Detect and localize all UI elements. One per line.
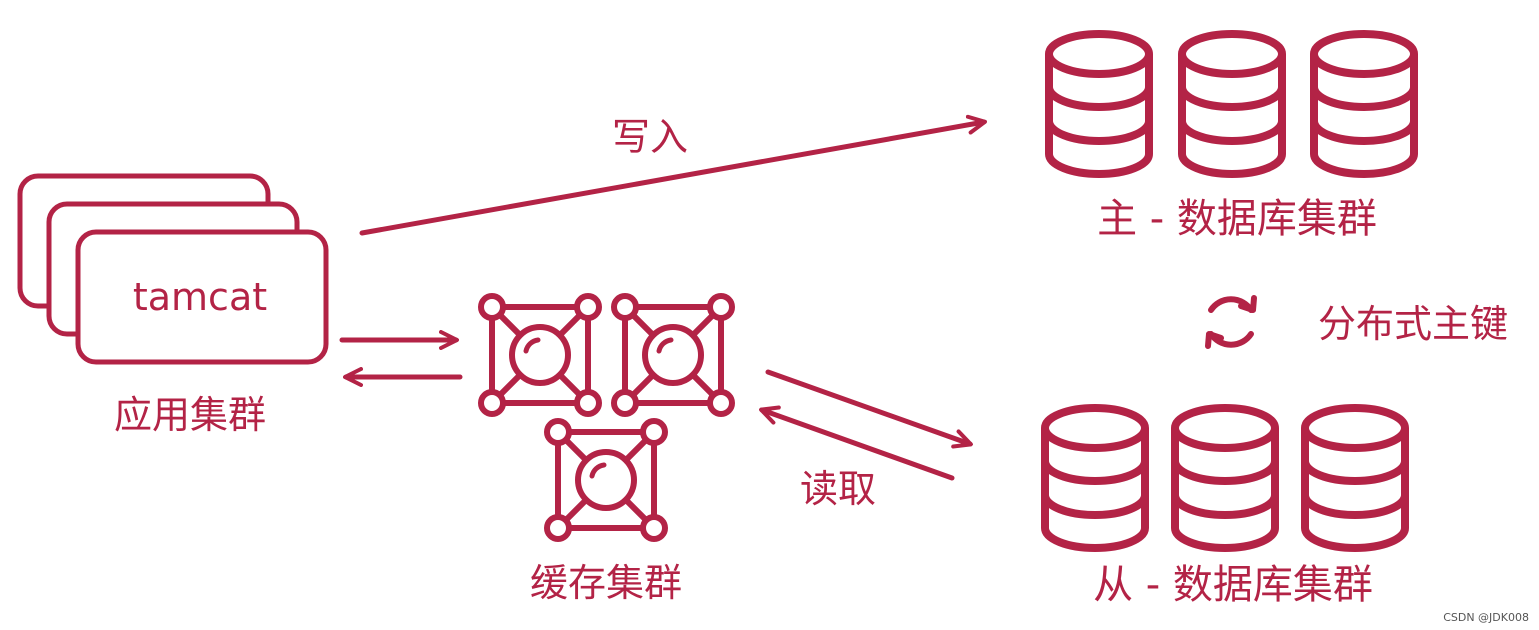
app-card-text: tamcat	[133, 275, 267, 319]
slave-db-cluster: 从 - 数据库集群	[1045, 408, 1405, 608]
database-icon	[1175, 408, 1275, 548]
cache-node-icon	[481, 296, 599, 414]
slave-db-label: 从 - 数据库集群	[1093, 562, 1373, 608]
cache-node-icon	[614, 296, 732, 414]
database-icon	[1049, 34, 1149, 174]
master-db-cluster: 主 - 数据库集群	[1049, 34, 1414, 242]
master-db-label: 主 - 数据库集群	[1097, 196, 1377, 242]
cache-cluster: 缓存集群	[481, 296, 732, 605]
cache-to-slave-arrow	[765, 369, 973, 449]
slave-to-cache-arrow	[759, 405, 955, 481]
database-icon	[1305, 408, 1405, 548]
database-icon	[1045, 408, 1145, 548]
app-cluster-label: 应用集群	[114, 393, 266, 437]
app-cluster: tamcat 应用集群	[17, 173, 329, 437]
cache-node-icon	[547, 421, 665, 539]
write-arrow	[359, 114, 987, 236]
database-icon	[1314, 34, 1414, 174]
write-label: 写入	[612, 115, 688, 159]
cache-cluster-label: 缓存集群	[530, 561, 682, 605]
sync-icon	[1205, 295, 1257, 349]
watermark: CSDN @JDK008	[1443, 611, 1529, 624]
sync-label: 分布式主键	[1318, 302, 1508, 346]
database-icon	[1182, 34, 1282, 174]
read-label: 读取	[800, 467, 876, 511]
app-card-front	[75, 229, 329, 365]
